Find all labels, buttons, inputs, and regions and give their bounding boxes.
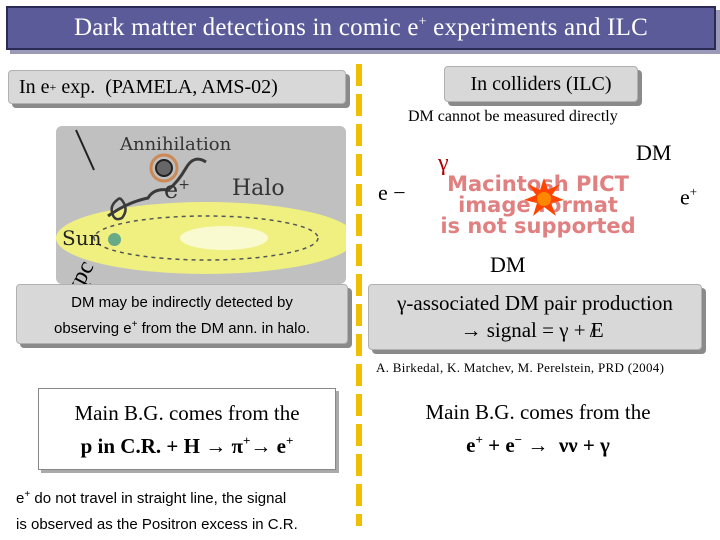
halo-box-line2-sup: + bbox=[131, 319, 138, 330]
halo-box-line2-prefix: observing e bbox=[54, 320, 132, 337]
left-tag-sup: + bbox=[49, 79, 57, 94]
bg-left-line2-b: π bbox=[226, 434, 243, 458]
note-line1-prefix: e bbox=[16, 490, 25, 507]
galaxy-disk-graphic bbox=[56, 129, 346, 274]
title-sup: + bbox=[418, 14, 427, 30]
annihilation-label: Annihilation bbox=[120, 134, 232, 155]
bg-right-line2-c: νν + γ bbox=[548, 433, 610, 457]
bg-left-line2: p in C.R. + H → π+→ e+ bbox=[39, 427, 335, 460]
gamma-box-line2: → signal = γ + E/ bbox=[369, 317, 701, 344]
bg-left-line2-sup1: + bbox=[242, 433, 251, 448]
dm-not-measured-note: DM cannot be measured directly bbox=[408, 108, 618, 125]
orbit-ring bbox=[93, 215, 319, 261]
bg-right-line2-a: e bbox=[466, 433, 476, 457]
positron-label: e+ bbox=[164, 176, 190, 204]
gamma-label: γ bbox=[438, 150, 449, 176]
distance-arrow-line bbox=[75, 129, 95, 171]
halo-box-line1: DM may be indirectly detected by bbox=[71, 294, 293, 311]
slash-mark: / bbox=[589, 318, 596, 342]
note-line1-suffix: do not travel in straight line, the sign… bbox=[30, 490, 287, 507]
sun-icon bbox=[107, 233, 121, 246]
bg-right-line2-sup1: + bbox=[475, 432, 483, 447]
column-divider bbox=[356, 64, 362, 526]
galactic-bulge bbox=[180, 226, 268, 250]
bg-right-line2-b: + e bbox=[482, 433, 515, 457]
gamma-associated-box: γ-associated DM pair production → signal… bbox=[368, 284, 702, 350]
positron-note: e+ do not travel in straight line, the s… bbox=[16, 482, 352, 538]
halo-box-line2: observing e+ from the DM ann. in halo. bbox=[17, 314, 347, 340]
bg-left-line1: Main B.G. comes from the bbox=[74, 401, 300, 425]
positron-experiments-tag: In e+ exp. (PAMELA, AMS-02) bbox=[8, 70, 346, 104]
positron-beam-sup: + bbox=[689, 184, 698, 199]
electron-label: e − bbox=[378, 180, 406, 205]
indirect-detection-box: DM may be indirectly detected by observi… bbox=[16, 284, 348, 344]
positron-path bbox=[107, 157, 207, 218]
bg-right-line2-sup2: − bbox=[514, 432, 523, 447]
slide-title: Dark matter detections in comic e+ exper… bbox=[6, 6, 716, 50]
note-line1: e+ do not travel in straight line, the s… bbox=[16, 482, 352, 512]
bg-left-line2-c: e bbox=[271, 434, 286, 458]
positron-sup: + bbox=[178, 177, 190, 193]
galaxy-halo-illustration bbox=[56, 126, 346, 284]
gamma-box-line1: γ-associated DM pair production bbox=[397, 291, 673, 315]
dm-top-label: DM bbox=[636, 140, 672, 165]
right-arrow-icon: → bbox=[522, 433, 549, 457]
left-tag-suffix: exp. (PAMELA, AMS-02) bbox=[56, 75, 278, 98]
annihilation-point bbox=[155, 159, 173, 177]
dm-bottom-label: DM bbox=[490, 252, 526, 277]
title-suffix: experiments and ILC bbox=[426, 14, 649, 41]
positron-loop bbox=[110, 196, 127, 221]
right-arrow-icon: → bbox=[205, 434, 227, 458]
note-line2: is observed as the Positron excess in C.… bbox=[16, 516, 298, 533]
bg-left-line2-a: p in C.R. + H bbox=[80, 434, 206, 458]
right-arrow-icon: → bbox=[250, 434, 272, 458]
sun-label: Sun bbox=[62, 226, 121, 250]
pict-line3: is not supported bbox=[440, 213, 636, 238]
bg-right-line1: Main B.G. comes from the bbox=[425, 400, 651, 424]
background-left-box: Main B.G. comes from the p in C.R. + H →… bbox=[38, 388, 336, 470]
pict-line1: Macintosh PICT bbox=[447, 171, 629, 196]
positron-letter: e bbox=[164, 176, 179, 204]
bg-right-line2: e+ + e− → νν + γ bbox=[398, 426, 678, 459]
citation: A. Birkedal, K. Matchev, M. Perelstein, … bbox=[376, 360, 665, 375]
note-line1-sup: + bbox=[24, 489, 31, 500]
halo-label: Halo bbox=[232, 176, 285, 201]
title-prefix: Dark matter detections in comic e bbox=[73, 14, 419, 41]
annihilation-ring bbox=[149, 153, 179, 183]
collision-burst-icon bbox=[524, 178, 564, 216]
positron-beam-letter: e bbox=[680, 184, 690, 210]
colliders-tag: In colliders (ILC) bbox=[444, 66, 638, 102]
gamma-box-line2-text: signal = γ + E bbox=[481, 318, 604, 342]
halo-box-line2-suffix: from the DM ann. in halo. bbox=[137, 320, 310, 337]
background-right-text: Main B.G. comes from the e+ + e− → νν + … bbox=[398, 398, 678, 459]
sun-label-text: Sun bbox=[62, 226, 102, 250]
positron-beam-label: e+ bbox=[680, 184, 697, 210]
bg-left-line2-sup2: + bbox=[285, 433, 294, 448]
left-tag-prefix: In e bbox=[19, 75, 50, 98]
right-arrow-icon: → bbox=[460, 318, 482, 342]
right-tag-label: In colliders (ILC) bbox=[470, 72, 612, 95]
